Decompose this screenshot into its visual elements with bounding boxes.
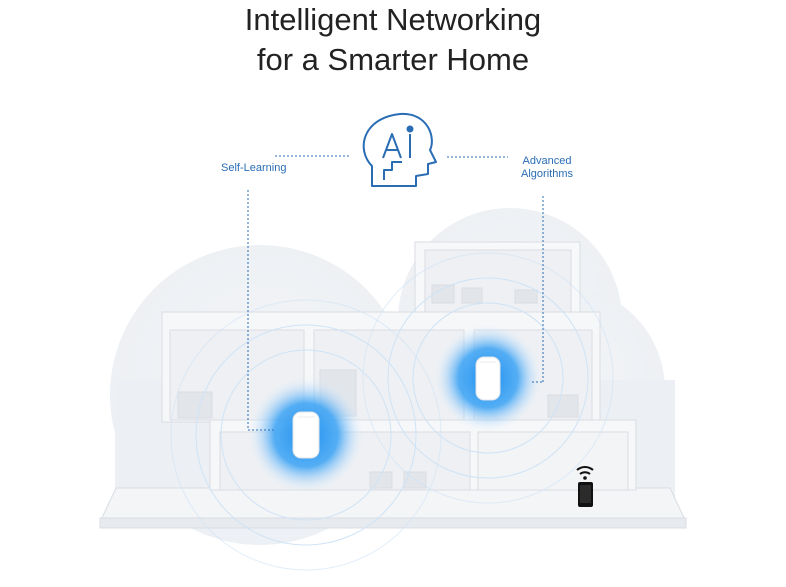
wifi-coverage-waves xyxy=(170,252,614,571)
ai-brain-icon xyxy=(362,112,437,187)
router-right xyxy=(434,324,542,432)
advanced-algorithms-label: Advanced Algorithms xyxy=(512,155,582,181)
self-learning-label: Self-Learning xyxy=(221,162,287,174)
connector-lines xyxy=(247,155,544,431)
headline-line-1: Intelligent Networking xyxy=(244,2,542,37)
advanced-algorithms-line-1: Advanced xyxy=(522,155,572,167)
router-left xyxy=(248,377,364,493)
smartphone-wifi-icon xyxy=(576,466,594,507)
headline-line-2: for a Smarter Home xyxy=(256,42,530,77)
headline: Intelligent Networking for a Smarter Hom… xyxy=(0,0,786,80)
advanced-algorithms-line-2: Algorithms xyxy=(521,168,573,180)
